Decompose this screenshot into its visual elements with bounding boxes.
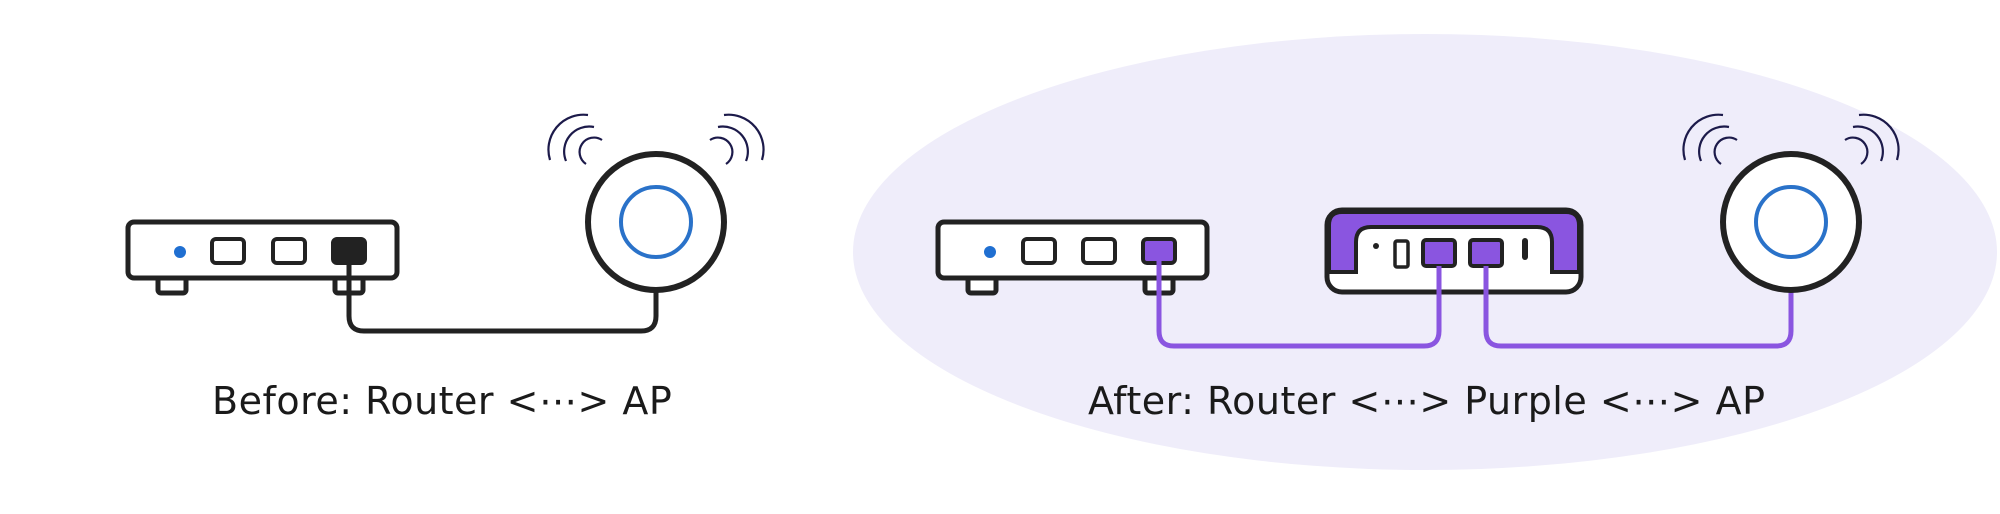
access-point-icon (1720, 151, 1862, 293)
router-icon (125, 219, 400, 296)
status-led-icon (984, 246, 996, 258)
port-icon-connected (331, 237, 367, 265)
wifi-signal-icon (1682, 113, 1900, 165)
after-caption: After: Router <⋯> Purple <⋯> AP (1088, 379, 1766, 423)
button-icon (1522, 238, 1528, 260)
port-icon (1081, 237, 1117, 265)
before-caption: Before: Router <⋯> AP (212, 379, 673, 423)
access-point-icon (585, 151, 727, 293)
wifi-signal-icon (547, 113, 765, 165)
status-led-icon (174, 246, 186, 258)
port-icon-connected (1468, 238, 1504, 268)
slot-icon (1393, 239, 1410, 269)
port-icon (1021, 237, 1057, 265)
indicator-dot-icon (1373, 243, 1379, 249)
port-icon (210, 237, 246, 265)
port-icon-connected (1421, 238, 1457, 268)
after-section (935, 113, 1900, 349)
cable-router-ap (346, 263, 659, 334)
cable-purple-ap (1483, 266, 1794, 349)
purple-device-icon (1324, 207, 1584, 295)
before-section (125, 113, 765, 334)
port-icon (271, 237, 307, 265)
router-icon (935, 219, 1210, 296)
cable-router-purple (1156, 258, 1442, 349)
